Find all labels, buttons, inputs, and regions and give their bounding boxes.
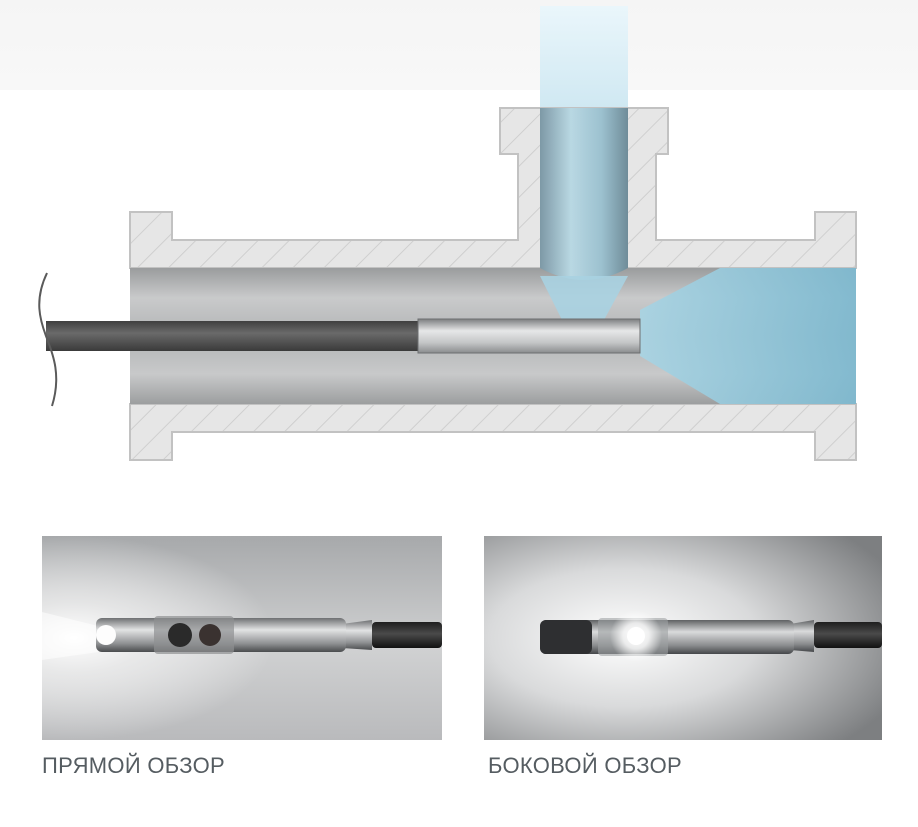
probe-cable: [46, 321, 420, 351]
photo-side-view: [484, 536, 882, 740]
light-shaft: [540, 6, 628, 110]
branch-light-cone: [540, 276, 628, 320]
probe-tip: [417, 318, 641, 354]
photo-front-view: [42, 536, 442, 740]
caption-front-view: ПРЯМОЙ ОБЗОР: [42, 753, 225, 778]
branch-rod: [540, 108, 628, 280]
caption-side-view: БОКОВОЙ ОБЗОР: [488, 753, 682, 778]
background-top-band: [0, 0, 918, 90]
forward-light-beam: [640, 268, 856, 404]
pipe-inspection-diagram: [38, 6, 857, 461]
pipe-wall-top: [129, 107, 857, 269]
pipe-wall-bottom: [129, 403, 857, 461]
cable-break-mark: [38, 272, 58, 407]
